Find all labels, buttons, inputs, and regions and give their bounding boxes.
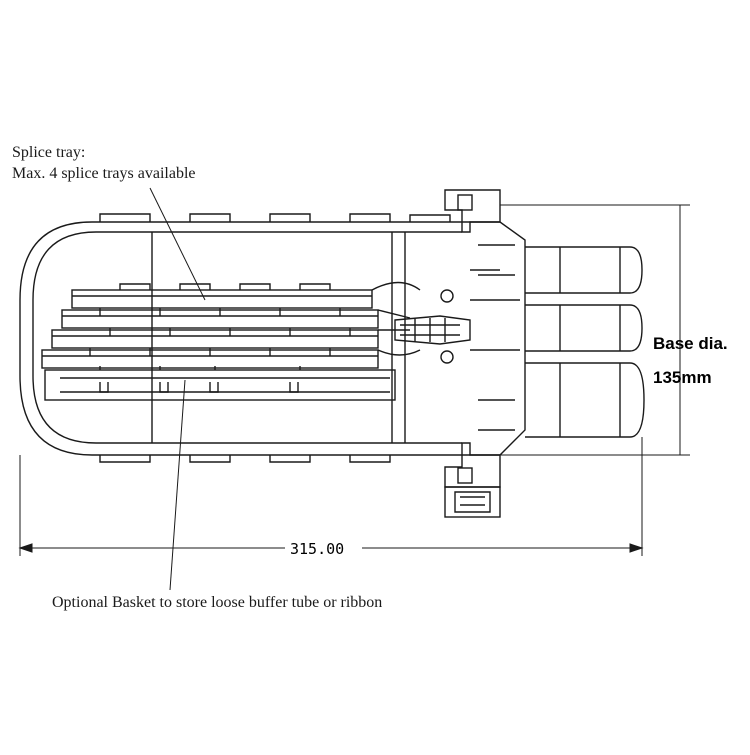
base-collar — [444, 189, 501, 518]
dome-inner-wall — [32, 231, 462, 444]
central-strength-member — [394, 289, 471, 364]
splice-tray-title: Splice tray: — [12, 144, 86, 161]
leader-basket — [169, 379, 186, 591]
splice-tray-detail: Max. 4 splice trays available — [12, 165, 196, 182]
splice-trays — [41, 281, 421, 369]
cable-port-top — [525, 246, 643, 294]
base-diameter-dimension — [500, 204, 690, 456]
leader-splice-tray — [149, 187, 206, 301]
length-dimension — [18, 437, 644, 556]
base-body — [470, 221, 526, 456]
cable-port-middle — [525, 304, 643, 352]
length-dimension-value: 315.00 — [290, 540, 344, 558]
buffer-tube-basket — [44, 366, 396, 401]
base-dia-value: 135mm — [653, 368, 712, 387]
dome-ribs-top — [99, 213, 451, 222]
cable-port-large — [525, 362, 645, 438]
basket-label: Optional Basket to store loose buffer tu… — [52, 594, 383, 611]
base-dia-label: Base dia. — [653, 334, 728, 353]
dome-ribs-bottom — [99, 455, 391, 463]
dome-outer-shell — [19, 221, 470, 456]
